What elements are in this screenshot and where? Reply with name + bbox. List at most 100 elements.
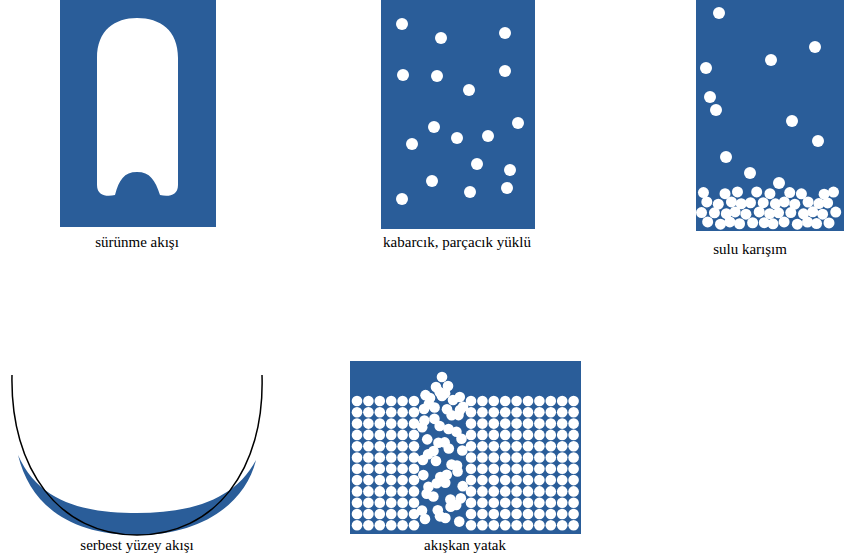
particle — [557, 407, 568, 418]
particle — [386, 486, 397, 497]
particle — [500, 497, 511, 508]
particle — [500, 475, 511, 486]
particle — [534, 430, 545, 441]
particle — [523, 464, 534, 475]
particle — [568, 520, 579, 531]
particle — [809, 41, 821, 53]
particle — [568, 430, 579, 441]
particle — [386, 396, 397, 407]
particle — [375, 475, 386, 486]
particle — [375, 509, 386, 520]
particle — [557, 464, 568, 475]
particle — [557, 430, 568, 441]
particle — [803, 197, 814, 208]
particle — [409, 407, 420, 418]
particle — [534, 475, 545, 486]
particle — [523, 418, 534, 429]
particle — [477, 475, 488, 486]
particle — [557, 396, 568, 407]
particle — [363, 475, 374, 486]
particle — [466, 520, 477, 531]
particle — [830, 207, 841, 218]
particle — [710, 104, 722, 116]
particle — [352, 396, 363, 407]
particle — [477, 430, 488, 441]
particle — [713, 7, 725, 19]
particle — [466, 430, 477, 441]
particle — [363, 509, 374, 520]
particle — [489, 441, 500, 452]
particle — [773, 177, 785, 189]
particle — [546, 396, 557, 407]
particle — [352, 418, 363, 429]
particle — [765, 54, 777, 66]
particle — [375, 464, 386, 475]
particle — [511, 475, 522, 486]
particle — [557, 520, 568, 531]
particle — [523, 509, 534, 520]
particle — [409, 430, 420, 441]
particle — [812, 135, 824, 147]
particle — [437, 372, 448, 383]
particle — [417, 422, 428, 433]
particle — [477, 418, 488, 429]
particle — [418, 455, 429, 466]
particle — [454, 516, 465, 527]
particle — [375, 486, 386, 497]
particle — [466, 464, 477, 475]
particle — [489, 430, 500, 441]
particle — [511, 486, 522, 497]
particle — [534, 486, 545, 497]
particle — [352, 497, 363, 508]
particle — [489, 452, 500, 463]
particle — [764, 188, 775, 199]
particle — [751, 186, 762, 197]
particle — [419, 404, 430, 415]
particle — [409, 520, 420, 531]
particle — [767, 218, 778, 229]
particle — [779, 196, 790, 207]
bubbly-flow: kabarcık, parçacık yüklü — [381, 0, 535, 256]
particle — [466, 452, 477, 463]
particle — [386, 475, 397, 486]
particle — [823, 217, 834, 228]
particle — [386, 497, 397, 508]
particle — [375, 452, 386, 463]
particle — [431, 70, 443, 82]
particle — [568, 441, 579, 452]
particle — [500, 520, 511, 531]
particle — [500, 464, 511, 475]
particle — [409, 441, 420, 452]
particle — [428, 446, 439, 457]
particle — [745, 197, 756, 208]
particle — [489, 486, 500, 497]
particle — [557, 497, 568, 508]
particle — [375, 520, 386, 531]
particle — [451, 500, 462, 511]
particle — [443, 381, 454, 392]
particle — [546, 407, 557, 418]
particle — [352, 509, 363, 520]
particle — [534, 396, 545, 407]
particle — [409, 475, 420, 486]
particle — [568, 475, 579, 486]
particle — [352, 441, 363, 452]
particle — [489, 396, 500, 407]
panel-caption: serbest yüzey akışı — [80, 536, 193, 554]
particle — [696, 207, 707, 218]
particle — [375, 418, 386, 429]
particle — [822, 197, 833, 208]
particle — [546, 464, 557, 475]
panel-caption: kabarcık, parçacık yüklü — [383, 233, 531, 251]
particle — [431, 382, 442, 393]
particle — [396, 18, 408, 30]
particle — [534, 407, 545, 418]
particle — [386, 430, 397, 441]
particle — [477, 497, 488, 508]
particle — [501, 182, 513, 194]
particle — [466, 497, 477, 508]
particle — [352, 407, 363, 418]
particle — [568, 497, 579, 508]
particle — [352, 430, 363, 441]
particle — [466, 486, 477, 497]
